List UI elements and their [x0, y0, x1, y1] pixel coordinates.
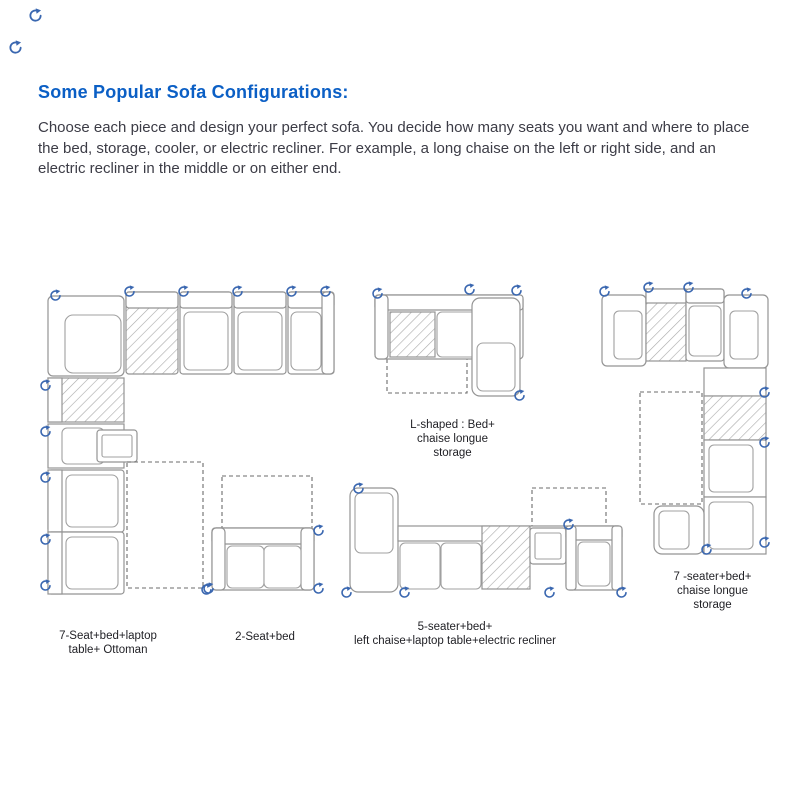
- seat: [233, 291, 287, 375]
- rotate-icon: [313, 582, 325, 594]
- seat: [703, 367, 767, 397]
- seat: [703, 439, 767, 498]
- config-diagram-7seater-chaise-storage: [590, 281, 775, 571]
- page-title: Some Popular Sofa Configurations:: [38, 82, 349, 102]
- seat: [47, 469, 125, 533]
- rotate-icon: [313, 524, 325, 536]
- config-diagram-5seater: [338, 480, 628, 607]
- sofa-diagram: [40, 285, 335, 595]
- config-label-2seat: 2-Seat+bed: [235, 631, 295, 643]
- storage-dashed-outline: [639, 391, 703, 505]
- bed-section-hatched: [703, 395, 767, 441]
- config-label-lshaped: L-shaped : Bed+ chaise longue storage: [410, 419, 495, 460]
- two-seat-sofa: [211, 527, 315, 591]
- corner-seat: [601, 294, 647, 367]
- seat: [179, 291, 233, 375]
- sofa-diagram: [203, 475, 325, 594]
- sofa-diagram: [599, 281, 771, 555]
- config-diagram-lshaped-bed-chaise: [363, 281, 538, 416]
- ottoman-dashed-outline: [126, 461, 204, 589]
- rotate-icon: [341, 586, 353, 598]
- rotate-icon: [544, 586, 556, 598]
- seat: [685, 288, 725, 362]
- sofa-body: [397, 525, 571, 590]
- bed-dashed-outline: [386, 337, 468, 394]
- bed-section-hatched: [47, 377, 125, 423]
- rotate-icon: [8, 40, 23, 60]
- laptop-table: [529, 527, 567, 565]
- config-label-5seater: 5-seater+bed+ left chaise+laptop table+e…: [353, 621, 556, 648]
- config-label-7seater-right: 7 -seater+bed+ chaise longue storage: [673, 571, 752, 612]
- sofa-diagram: [372, 283, 526, 401]
- config-diagram-7seat-bed-laptop-ottoman: [35, 283, 335, 608]
- bed-section-hatched: [125, 291, 179, 375]
- bed-section-hatched: [389, 311, 436, 358]
- seat: [703, 496, 767, 555]
- seat-with-armrest: [287, 291, 335, 375]
- left-chaise: [349, 487, 399, 593]
- corner-seat: [723, 294, 769, 369]
- seat: [47, 531, 125, 595]
- config-label-7seat: 7-Seat+bed+laptop table+ Ottoman: [59, 630, 157, 657]
- sofa-diagram: [341, 482, 628, 598]
- seat-with-laptop-table: [47, 423, 138, 469]
- electric-recliner: [565, 525, 623, 591]
- config-diagram-2seat-bed: [200, 468, 325, 603]
- page-description: Choose each piece and design your perfec…: [38, 119, 750, 178]
- bed-section-hatched: [481, 525, 531, 590]
- recliner-dashed-outline: [531, 487, 607, 551]
- rotate-icon: [464, 283, 476, 295]
- rotate-icon: [599, 285, 611, 297]
- chaise-longue: [471, 297, 521, 397]
- bed-section-hatched: [645, 288, 687, 362]
- chaise-longue-storage: [653, 505, 705, 555]
- rotate-icon: [28, 8, 43, 28]
- corner-seat: [47, 295, 125, 377]
- rotate-icon: [511, 284, 523, 296]
